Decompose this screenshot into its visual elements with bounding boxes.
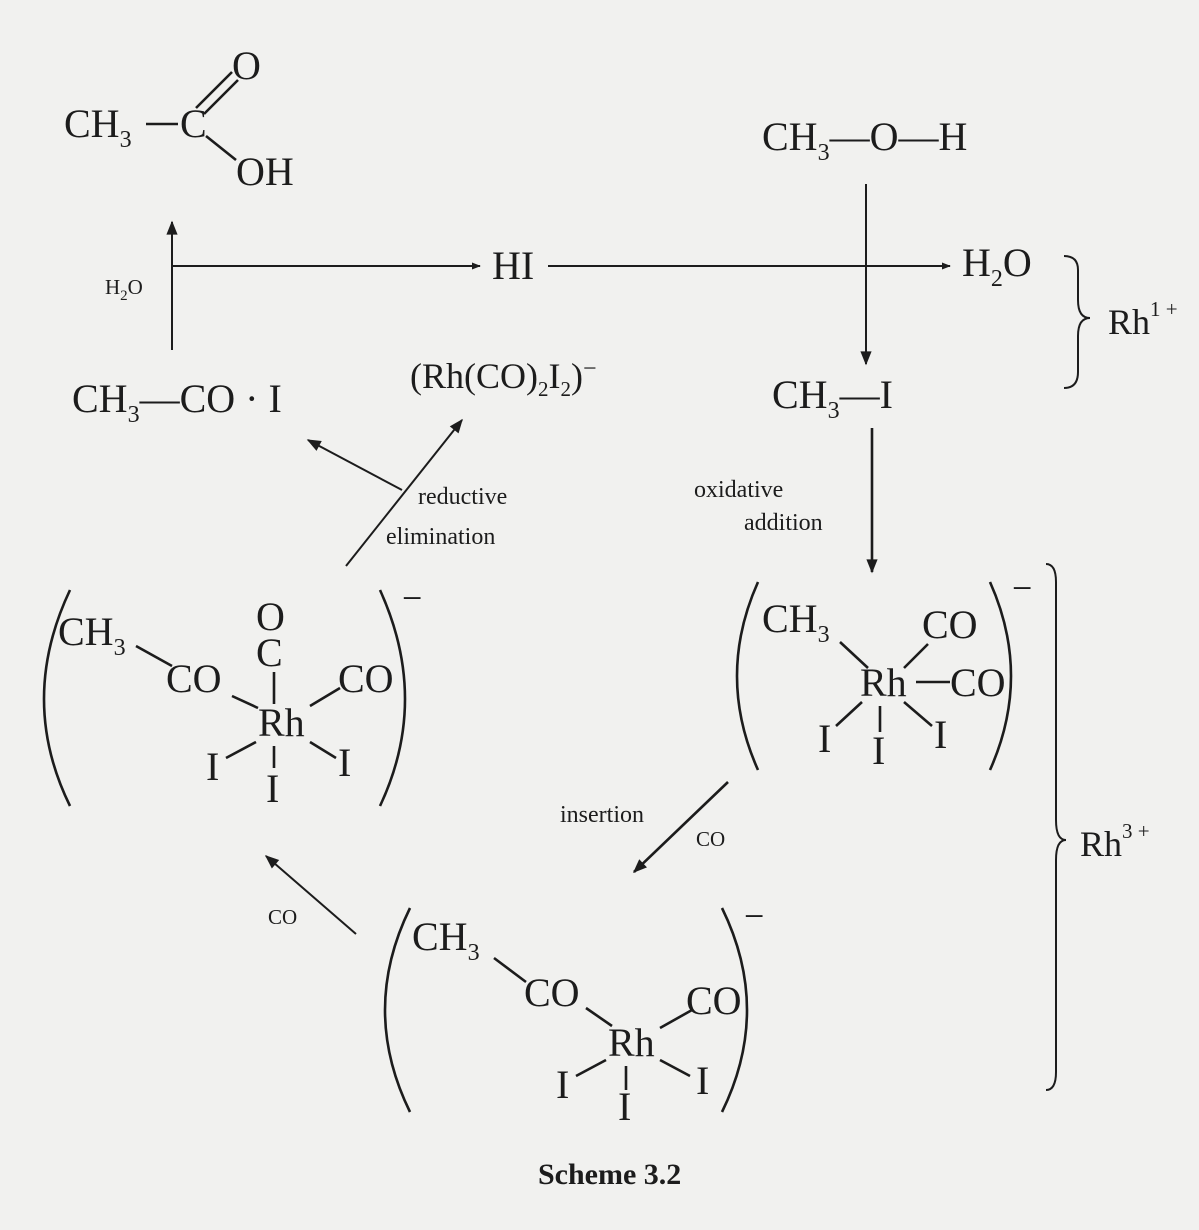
acetic-acid-oh: OH (236, 149, 294, 194)
complex-bottom-co-acyl: CO (524, 970, 580, 1015)
complex-right-bond-rh-ch3 (839, 641, 869, 669)
oxidative-label: oxidative (694, 477, 783, 503)
complex-left-bond-rh-co (309, 686, 341, 708)
complex-left-open-paren (42, 589, 72, 807)
h2o-label: H2O (105, 275, 143, 304)
complex-left-bond-rh-i-right (309, 740, 337, 760)
rh-catalyst: (Rh(CO)2I2)− (410, 356, 597, 401)
complex-left-bond-ch3-co (135, 644, 173, 668)
complex-bottom-ch3: CH3 (412, 914, 480, 966)
water: H2O (962, 240, 1032, 292)
complex-bottom-co-right: CO (686, 978, 742, 1023)
complex-right-charge: − (1012, 568, 1032, 608)
arrow-co-addition (264, 855, 357, 935)
methyl-iodide: CH3—I (772, 372, 893, 424)
complex-left-i-right: I (338, 740, 351, 785)
complex-left-c-top: C (256, 630, 283, 675)
complex-right-close-paren (988, 581, 1013, 771)
complex-left-ch3: CH3 (58, 609, 126, 661)
rh1-brace (1063, 255, 1091, 389)
complex-left-bond-rh-i-left (225, 740, 257, 760)
complex-right-open-paren (735, 581, 760, 771)
complex-left: − CH3 CO O C CO Rh I I I (42, 578, 422, 811)
reductive-label: reductive (418, 484, 507, 510)
acetic-acid-double-bond-b (203, 79, 239, 115)
complex-left-co-right: CO (338, 656, 394, 701)
complex-right-co-right: CO (950, 660, 1006, 705)
complex-left-i-bottom: I (266, 766, 279, 811)
arrow-to-rh-catalyst (345, 418, 463, 567)
rh3-brace (1045, 563, 1067, 1091)
complex-left-i-left: I (206, 744, 219, 789)
complex-bottom-i-left: I (556, 1062, 569, 1107)
complex-right-ch3: CH3 (762, 596, 830, 648)
complex-left-bond-rh-coacyl (231, 694, 259, 710)
complex-right-i-left: I (818, 716, 831, 761)
complex-bottom-rh: Rh (608, 1020, 655, 1065)
complex-left-o-top: O (256, 594, 285, 639)
insertion-co-label: CO (696, 827, 725, 851)
complex-bottom-bond-ch3-co (493, 956, 527, 984)
acetic-acid-ch3: CH3 (64, 101, 132, 153)
complex-bottom: − CH3 CO CO Rh I I I (383, 896, 764, 1129)
complex-bottom-charge: − (744, 896, 764, 936)
complex-right-co-top: CO (922, 602, 978, 647)
complex-right-bond-rh-i-right (903, 701, 933, 727)
arrow-insertion (632, 781, 729, 873)
complex-left-co-acyl: CO (166, 656, 222, 701)
acetic-acid: CH3 C O OH (64, 43, 294, 194)
complex-right-rh: Rh (860, 660, 907, 705)
complex-bottom-open-paren (383, 907, 412, 1113)
complex-bottom-close-paren (720, 907, 749, 1113)
acetyl-iodide: CH3—CO · I (72, 376, 282, 428)
complex-bottom-i-mid: I (618, 1084, 631, 1129)
complex-left-rh: Rh (258, 700, 305, 745)
complex-bottom-bond-rh-i-right (659, 1058, 691, 1078)
complex-right-i-right: I (934, 712, 947, 757)
complex-right-bond-rh-i-left (835, 701, 863, 727)
addition-label: addition (744, 510, 823, 536)
complex-bottom-i-right: I (696, 1058, 709, 1103)
rh1-label: Rh1 + (1108, 297, 1178, 342)
hydrogen-iodide: HI (492, 243, 534, 288)
co-addition-label: CO (268, 905, 297, 929)
complex-left-close-paren (378, 589, 407, 807)
complex-left-charge: − (402, 578, 422, 618)
elimination-label: elimination (386, 524, 495, 550)
rh3-label: Rh3 + (1080, 819, 1150, 864)
arrow-to-acetyl-iodide (306, 439, 403, 491)
scheme-caption: Scheme 3.2 (538, 1158, 681, 1191)
acetic-acid-double-bond-a (195, 71, 233, 109)
acetic-acid-bond-c-oh (205, 134, 237, 162)
complex-bottom-bond-rh-coacyl (585, 1006, 613, 1028)
complex-right-bond-rh-co-top (903, 643, 929, 669)
complex-bottom-bond-rh-i-left (575, 1058, 607, 1078)
complex-bottom-bond-rh-co (659, 1008, 693, 1030)
complex-right: − CH3 CO Rh CO I I I (735, 568, 1032, 773)
insertion-label: insertion (560, 802, 644, 828)
acetic-acid-carbon: C (180, 101, 207, 146)
complex-right-i-mid: I (872, 728, 885, 773)
methanol: CH3—O—H (762, 114, 967, 166)
